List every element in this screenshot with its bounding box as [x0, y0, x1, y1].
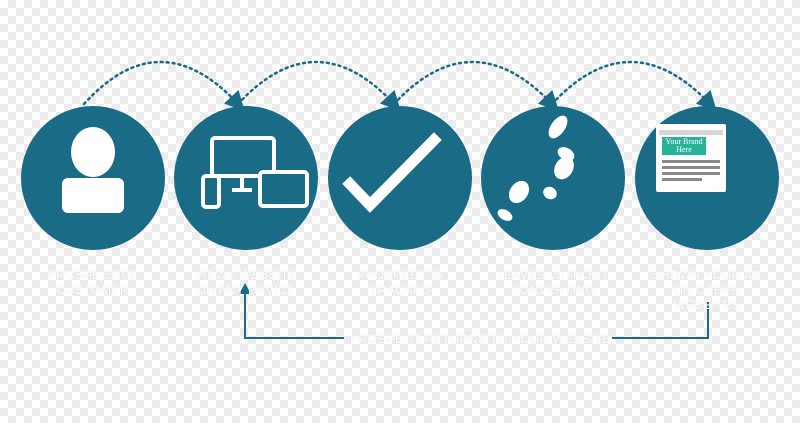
bottom-caption: PROSPECT RETURNS TO YOUR WEBSITE	[350, 332, 612, 346]
return-bracket	[239, 283, 709, 339]
step-label-1: PROSPECTIVE CUSTOMER	[28, 268, 158, 298]
ad-banner-line-1: Your Brand	[665, 137, 702, 146]
arc-1-to-2	[82, 60, 245, 112]
step-label-5-line-1: SHOWN YOUR AD	[652, 268, 762, 282]
arc-2-to-3	[236, 60, 401, 112]
dotted-arcs	[82, 60, 717, 112]
step-label-2-line-1: VIEWS WEBSITE	[194, 268, 298, 282]
step-label-4: LEAVES WITHOUT CONVERTING	[488, 268, 618, 298]
step-label-3-line-2: TRACKED	[369, 283, 431, 297]
step-label-5-line-2: ON OTHER WEBSITES	[673, 283, 741, 312]
footsteps-icon	[497, 115, 575, 221]
ad-banner-icon: Your Brand Here	[656, 124, 726, 192]
step-label-2-line-2: ON ANY DEVICE	[196, 283, 296, 297]
return-arrowhead-icon	[239, 283, 251, 294]
step-label-1-line-2: CUSTOMER	[56, 283, 130, 297]
step-label-3-line-1: PROSPECT IS	[357, 268, 443, 282]
return-line-left	[244, 292, 344, 339]
return-line-right	[612, 302, 709, 339]
step-label-2: VIEWS WEBSITE ON ANY DEVICE	[181, 268, 311, 298]
user-icon	[62, 127, 124, 213]
devices-icon	[201, 136, 309, 209]
checkmark-icon	[342, 132, 442, 213]
step-label-3: PROSPECT IS TRACKED	[335, 268, 465, 298]
ad-banner-line-2: Here	[676, 145, 692, 154]
step-label-4-line-1: LEAVES WITHOUT	[496, 268, 610, 282]
arc-3-to-4	[392, 60, 559, 112]
step-label-4-line-2: CONVERTING	[510, 283, 596, 297]
step-label-1-line-1: PROSPECTIVE	[47, 268, 139, 282]
step-circle-4	[481, 106, 625, 250]
step-label-5: SHOWN YOUR AD ON OTHER WEBSITES	[642, 268, 772, 313]
arc-4-to-5	[550, 60, 717, 112]
